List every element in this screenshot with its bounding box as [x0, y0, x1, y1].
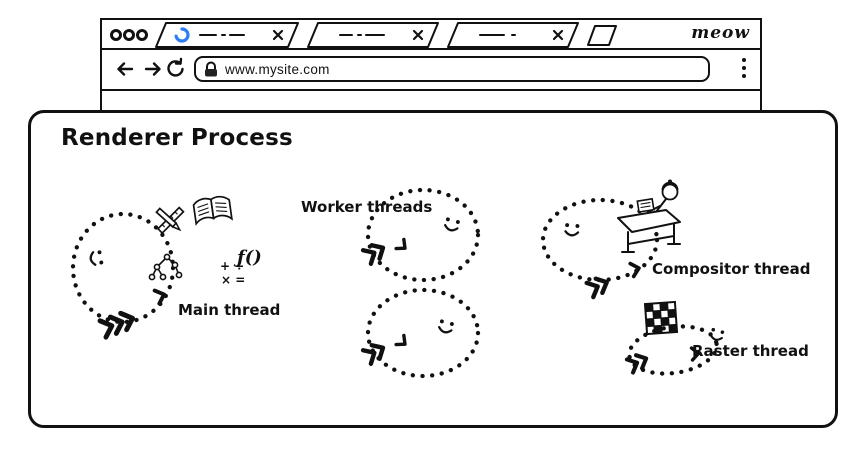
tab-1[interactable] — [155, 22, 299, 48]
smiley-icon — [436, 317, 456, 336]
browser-brand: meow — [691, 23, 750, 43]
worker-1-chevrons — [363, 241, 387, 264]
dom-tree-icon — [148, 253, 183, 281]
forward-button[interactable] — [144, 62, 161, 76]
svg-text:+ ÷: + ÷ — [220, 259, 244, 273]
loop-arrow-icon — [152, 286, 169, 306]
refresh-button[interactable] — [167, 57, 184, 77]
loop-arrow-icon — [394, 237, 411, 255]
tab-3[interactable] — [447, 22, 579, 48]
navigation-bar: www.mysite.com — [102, 50, 760, 91]
tab-bar: meow — [102, 20, 760, 50]
window-control-dots[interactable] — [110, 29, 148, 41]
svg-text:× =: × = — [221, 273, 245, 287]
menu-kebab-icon[interactable] — [742, 58, 746, 78]
worker-thread-loop-2 — [365, 287, 481, 379]
spinner-icon — [174, 27, 190, 43]
raster-grid-icon — [643, 300, 679, 336]
smiley-icon — [563, 221, 581, 238]
worker-thread-loop-1 — [365, 187, 481, 283]
url-text: www.mysite.com — [225, 61, 330, 77]
lock-icon — [205, 61, 217, 77]
book-icon — [192, 195, 233, 226]
tab-close-icon[interactable] — [412, 29, 424, 41]
renderer-process-panel: Renderer Process — [28, 110, 838, 428]
raster-thread-loop — [627, 324, 726, 376]
smiley-icon — [442, 215, 462, 234]
tab-close-icon[interactable] — [272, 29, 284, 41]
browser-window: meow www.mysite.com — [100, 18, 762, 118]
smiley-icon — [88, 248, 105, 268]
new-tab-button[interactable] — [587, 25, 617, 46]
compositor-thread-label: Compositor thread — [652, 260, 811, 278]
math-symbols: + ÷ × = — [220, 259, 245, 287]
tab-bar-drawing — [110, 22, 617, 48]
raster-thread-label: Raster thread — [692, 342, 809, 360]
main-thread-loop — [70, 211, 176, 325]
back-button[interactable] — [117, 62, 134, 76]
pencil-ruler-icon — [155, 206, 185, 235]
desk-figure-icon — [617, 179, 681, 253]
worker-threads-label: Worker threads — [301, 198, 433, 216]
loop-arrow-icon — [394, 333, 411, 351]
threads-diagram: + ÷ × = ƒ() — [70, 179, 726, 379]
worker-2-chevrons — [363, 341, 387, 364]
tab-2[interactable] — [307, 22, 439, 48]
main-thread-label: Main thread — [178, 301, 281, 319]
smiley-icon — [708, 326, 726, 343]
function-icon: ƒ() — [233, 247, 262, 268]
panel-title: Renderer Process — [61, 125, 293, 151]
address-bar[interactable]: www.mysite.com — [194, 56, 710, 82]
tab-close-icon[interactable] — [552, 29, 564, 41]
